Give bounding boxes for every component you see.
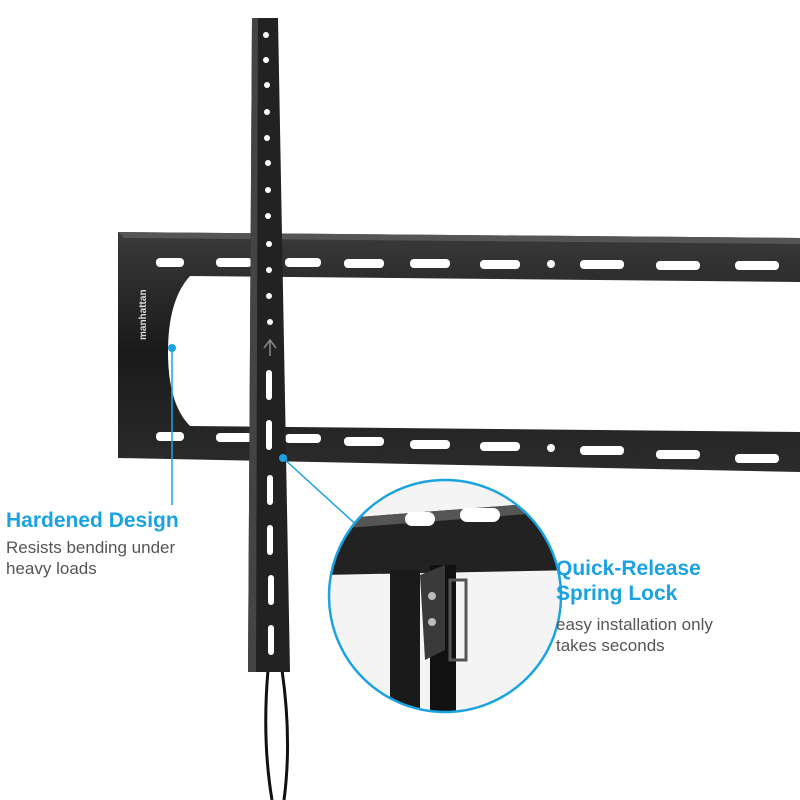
description-line: easy installation only xyxy=(556,615,713,634)
hardened-design-pointer xyxy=(168,344,176,505)
callout-title: Quick-Release Spring Lock xyxy=(556,556,713,606)
zoom-circle xyxy=(327,478,563,714)
horizontal-frame xyxy=(118,232,800,472)
callout-hardened-design: Hardened Design Resists bending under he… xyxy=(6,508,179,579)
brand-logo: manhattan xyxy=(138,289,149,340)
title-line: Quick-Release xyxy=(556,557,701,580)
title-line: Spring Lock xyxy=(556,582,678,605)
callout-description: Resists bending under heavy loads xyxy=(6,537,179,579)
arrow-up-icon xyxy=(263,338,277,356)
description-line: takes seconds xyxy=(556,636,665,655)
callout-description: easy installation only takes seconds xyxy=(556,614,713,656)
callout-quick-release: Quick-Release Spring Lock easy installat… xyxy=(556,556,713,656)
description-line: heavy loads xyxy=(6,559,97,578)
spring-lock-detail-view xyxy=(329,480,561,712)
callout-title: Hardened Design xyxy=(6,509,179,532)
safety-cable xyxy=(264,669,290,800)
description-line: Resists bending under xyxy=(6,538,176,557)
spring-lock-pointer xyxy=(279,454,363,531)
vertical-arm xyxy=(248,18,290,672)
